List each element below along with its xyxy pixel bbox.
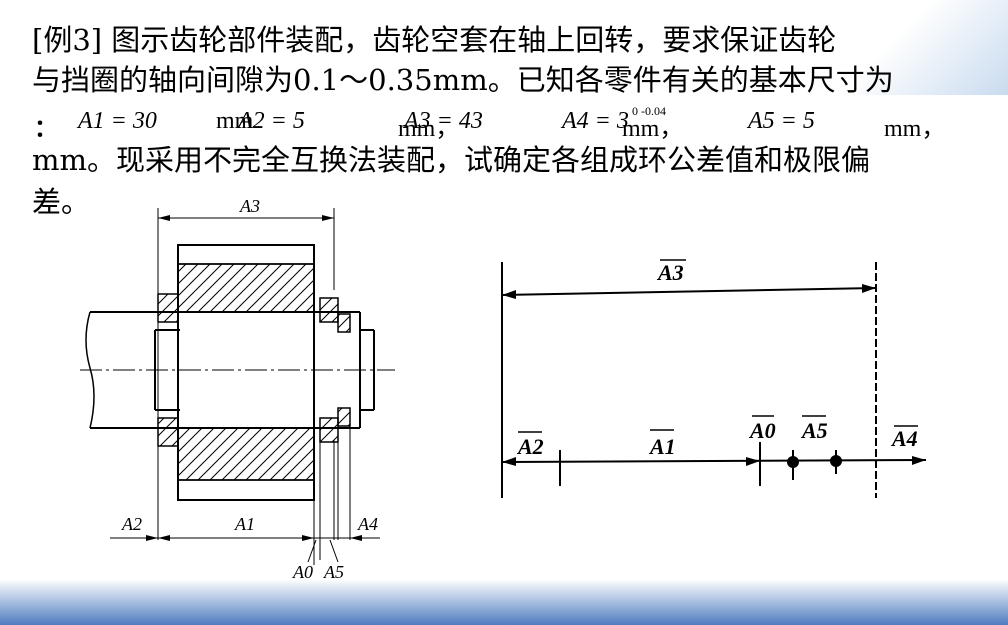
dim-a2: A2 = 5 <box>238 108 305 134</box>
dim-line-bottom: A2 A1 A4 A0 A5 <box>110 514 380 582</box>
washer-a2-top <box>157 293 179 323</box>
chain-labels: A2 A1 A0 A5 A4 <box>516 415 918 459</box>
dim-a3: A3 = 43 <box>404 108 483 134</box>
dim-a4: A4 = 3 <box>562 108 629 134</box>
dim-a5: A5 = 5 <box>748 108 815 134</box>
drawing-label-a1: A1 <box>234 514 255 534</box>
dim-a4-unit: mm， <box>622 116 684 142</box>
problem-line-4: mm。现采用不完全互换法装配，试确定各组成环公差值和极限偏 <box>32 143 870 177</box>
drawing-label-a5: A5 <box>323 562 344 582</box>
dim-line-a3: A3 <box>158 196 334 221</box>
washer-a5-top <box>319 297 339 323</box>
chain-label-a5: A5 <box>800 418 828 443</box>
chain-label-a0: A0 <box>748 418 776 443</box>
problem-line-2: 与挡圈的轴向间隙为0.1～0.35mm。已知各零件有关的基本尺寸为 <box>32 63 894 97</box>
dimension-colon: ： <box>34 113 58 142</box>
drawing-label-a3: A3 <box>239 196 260 216</box>
dimension-chain: A3 A2 A1 A0 A5 A4 <box>501 259 927 498</box>
assembly-drawing: A3 A2 A1 A4 A0 A5 <box>80 196 395 582</box>
chain-label-a1: A1 <box>648 434 676 459</box>
bottom-accent-bar <box>0 579 1008 625</box>
corner-decoration <box>858 0 1008 95</box>
dim-a1: A1 = 30 <box>78 108 157 134</box>
chain-link-a3: A3 <box>501 259 877 299</box>
retaining-ring-top <box>337 313 351 333</box>
chain-label-a4: A4 <box>890 426 918 451</box>
problem-line-1: [例3] 图示齿轮部件装配，齿轮空套在轴上回转，要求保证齿轮 <box>32 23 837 57</box>
chain-label-a2: A2 <box>516 434 544 459</box>
chain-main-line <box>501 442 927 486</box>
washer-a5-bottom <box>319 417 339 443</box>
dim-a2-unit: mm， <box>398 116 460 142</box>
retaining-ring-bottom <box>337 407 351 427</box>
dim-a1-unit: mm <box>216 108 254 134</box>
drawing-label-a2: A2 <box>121 514 142 534</box>
chain-label-a3: A3 <box>656 260 684 285</box>
gear <box>177 244 315 501</box>
dimension-list: ： A1 = 30 mm A2 = 5 mm， A3 = 43 A4 = 3 0… <box>0 104 1008 144</box>
dim-a5-unit: mm， <box>884 116 946 142</box>
dim-a4-tolerance: 0 -0.04 <box>632 104 666 118</box>
drawing-label-a0: A0 <box>292 562 313 582</box>
drawing-label-a4: A4 <box>357 514 378 534</box>
washer-a2-bottom <box>157 417 179 447</box>
problem-line-5: 差。 <box>32 185 91 219</box>
